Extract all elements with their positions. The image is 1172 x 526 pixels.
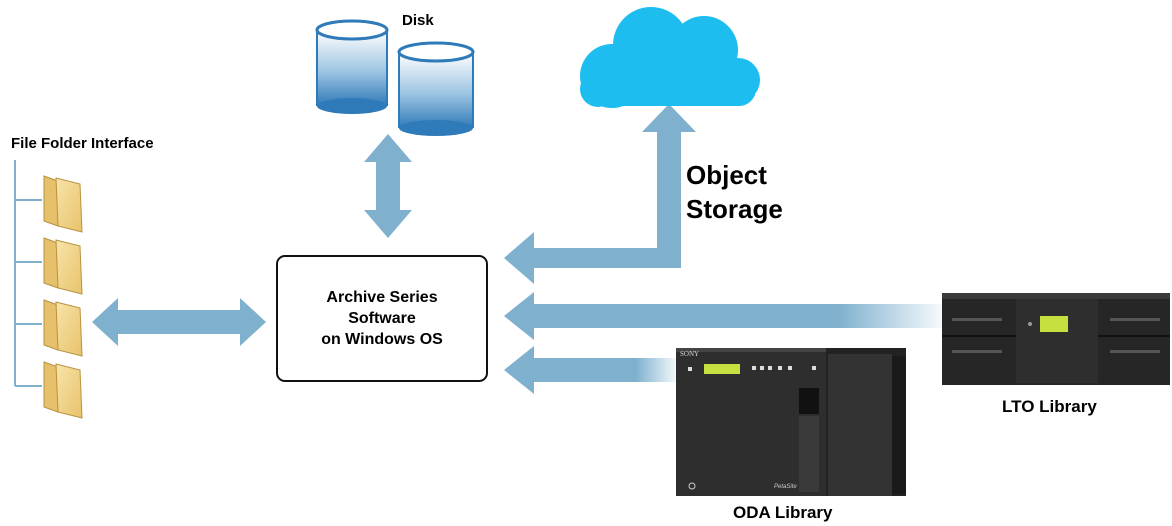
cloud-software-arrow [504,104,696,284]
archive-software-box: Archive Series Software on Windows OS [276,255,488,382]
folder-icon[interactable] [43,299,83,357]
folder-icon[interactable] [43,175,83,233]
folder-icon[interactable] [43,361,83,419]
oda-brand-label: SONY [680,350,699,358]
lto-library-label: LTO Library [1002,397,1097,416]
oda-software-arrow [504,346,680,394]
disk-icon [315,19,475,136]
disk-software-arrow [364,134,412,238]
lto-software-arrow [504,292,950,340]
folder-icon[interactable] [43,237,83,295]
object-storage-label-line1: Object [686,160,767,190]
lto-library-device [942,293,1170,385]
oda-library-label: ODA Library [733,503,833,522]
file-folder-interface-label: File Folder Interface [11,135,154,152]
oda-library-device: SONY PetaSite [676,348,906,496]
archive-software-line2: Software [348,310,416,327]
disk-label: Disk [402,12,434,29]
oda-model-label: PetaSite [774,484,797,490]
cloud-icon [580,7,760,108]
archive-software-line1: Archive Series [326,289,438,306]
object-storage-label-line2: Storage [686,194,783,224]
folder-tree [14,160,42,387]
archive-software-line3: on Windows OS [321,331,443,348]
folder-software-arrow [92,298,266,346]
